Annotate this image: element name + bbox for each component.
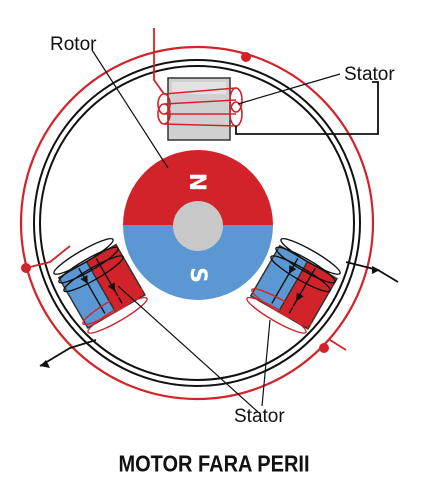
arrow-head-icon — [107, 282, 116, 292]
stator-top-leader-line — [237, 73, 341, 105]
stator-left — [53, 237, 148, 334]
stator-bottom-leader-left — [117, 285, 259, 413]
rotor-hub — [173, 201, 223, 251]
stator-top-label: Stator — [344, 64, 395, 85]
stator-left-core-red — [85, 243, 146, 313]
outer-circuit-ring — [19, 45, 375, 401]
stator-bottom-label: Stator — [234, 406, 285, 427]
housing-outer-ring — [33, 59, 361, 387]
rotor-leader-line — [91, 49, 169, 169]
rotor-label: Rotor — [50, 34, 97, 55]
arrow-head-icon — [296, 292, 304, 302]
rotor-south-half — [123, 225, 273, 300]
north-pole-label: N — [184, 173, 209, 191]
housing-inner-ring — [39, 65, 355, 381]
stator-top — [153, 28, 379, 141]
rotor: N S — [123, 150, 273, 300]
south-pole-label: S — [185, 267, 210, 283]
arrow-head-icon — [372, 266, 380, 274]
rotor-north-half — [123, 150, 273, 225]
stator-right — [246, 237, 341, 334]
arrow-head-icon — [40, 360, 50, 368]
stator-bottom-leader-right — [261, 319, 271, 407]
diagram-caption: MOTOR FARA PERII — [118, 450, 309, 477]
stator-right-core-red — [277, 260, 338, 330]
arrow-head-icon — [80, 275, 88, 284]
arrow-head-icon — [288, 265, 297, 274]
